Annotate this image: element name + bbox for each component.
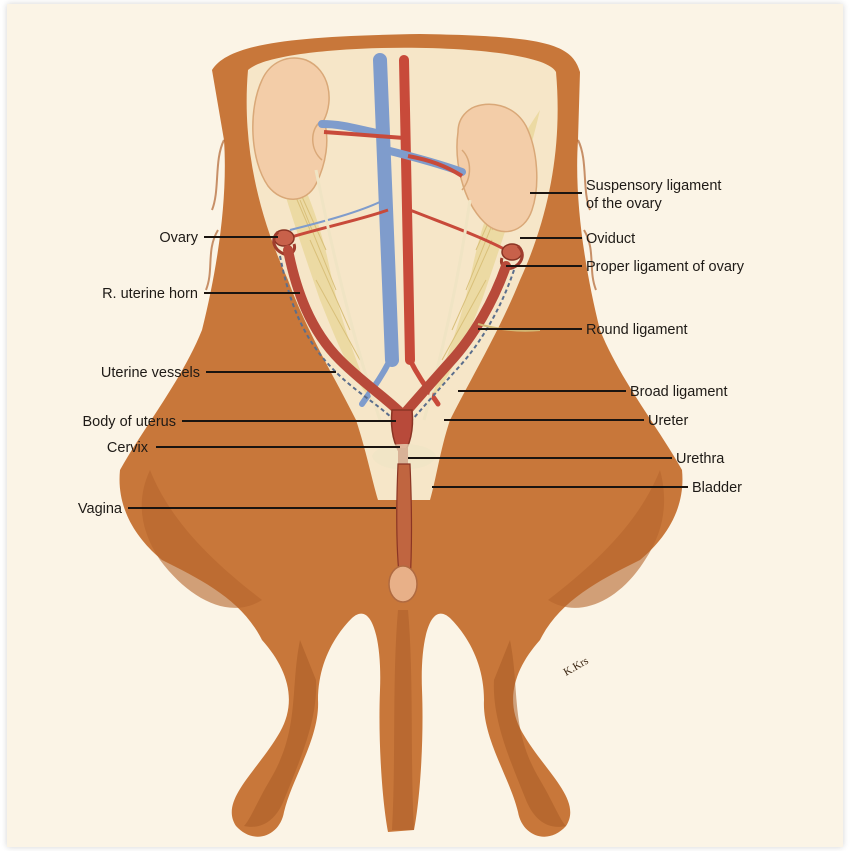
artist-signature: K.Krs <box>562 655 591 679</box>
vulva <box>389 566 417 602</box>
label-suspensory-ligament-line1: Suspensory ligament <box>586 178 721 194</box>
label-ovary: Ovary <box>159 230 198 246</box>
label-bladder: Bladder <box>692 480 742 496</box>
label-uterine-vessels: Uterine vessels <box>101 365 200 381</box>
label-broad-ligament: Broad ligament <box>630 384 728 400</box>
label-round-ligament: Round ligament <box>586 322 688 338</box>
label-r-uterine-horn: R. uterine horn <box>102 286 198 302</box>
aorta <box>404 60 410 360</box>
label-proper-ligament: Proper ligament of ovary <box>586 259 745 275</box>
label-cervix: Cervix <box>107 440 149 456</box>
label-body-of-uterus: Body of uterus <box>83 414 177 430</box>
label-urethra: Urethra <box>676 451 725 467</box>
label-suspensory-ligament-line2: of the ovary <box>586 196 663 212</box>
label-ureter: Ureter <box>648 413 688 429</box>
label-vagina: Vagina <box>78 501 123 517</box>
label-oviduct: Oviduct <box>586 231 635 247</box>
